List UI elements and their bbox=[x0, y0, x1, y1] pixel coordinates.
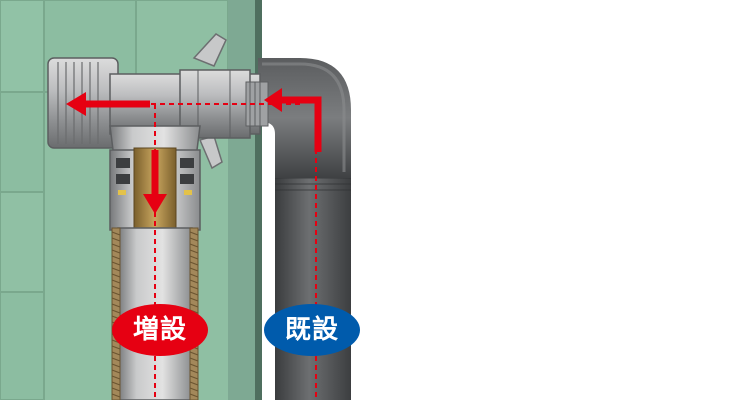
corrugation-ridge bbox=[189, 285, 199, 290]
existing-flow-arrow bbox=[280, 96, 322, 152]
corrugation-ridge bbox=[111, 255, 121, 260]
corrugation-ridge bbox=[111, 267, 121, 272]
corrugation-ridge bbox=[189, 291, 199, 296]
corrugation-ridge bbox=[111, 393, 121, 398]
corrugation-ridge bbox=[111, 297, 121, 302]
corrugation-ridge bbox=[111, 243, 121, 248]
corrugation-ridge bbox=[189, 237, 199, 242]
corrugation-ridge bbox=[111, 261, 121, 266]
corrugation-ridge bbox=[189, 231, 199, 236]
corrugation-ridge bbox=[111, 363, 121, 368]
corrugation-ridge bbox=[111, 375, 121, 380]
corrugation-ridge bbox=[111, 237, 121, 242]
corrugation-ridge bbox=[111, 273, 121, 278]
corrugation-ridge bbox=[189, 267, 199, 272]
flow-arrows bbox=[66, 88, 322, 214]
corrugation-ridge bbox=[111, 279, 121, 284]
corrugation-ridge bbox=[189, 375, 199, 380]
corrugation-ridge bbox=[111, 357, 121, 362]
corrugation-ridge bbox=[111, 303, 121, 308]
corrugation-ridge bbox=[189, 351, 199, 356]
corrugation-ridge bbox=[189, 369, 199, 374]
corrugation-ridge bbox=[189, 261, 199, 266]
corrugation-ridge bbox=[189, 387, 199, 392]
corrugation-ridge bbox=[111, 381, 121, 386]
label-new-installation: 増設 bbox=[112, 304, 208, 356]
corrugation-ridge bbox=[111, 231, 121, 236]
corrugation-ridge bbox=[189, 363, 199, 368]
existing-pipe bbox=[258, 58, 351, 400]
corrugation-ridge bbox=[189, 273, 199, 278]
corrugation-ridge bbox=[189, 279, 199, 284]
corrugation-ridge bbox=[189, 243, 199, 248]
corrugation-ridge bbox=[111, 249, 121, 254]
mounting-bracket bbox=[192, 33, 227, 170]
corrugation-ridge bbox=[189, 357, 199, 362]
corrugation-ridge bbox=[111, 309, 121, 314]
corrugation-ridge bbox=[111, 387, 121, 392]
label-existing-installation: 既設 bbox=[264, 304, 360, 356]
corrugation-ridge bbox=[189, 249, 199, 254]
corrugation-ridge bbox=[189, 381, 199, 386]
existing-flow-arrowhead bbox=[264, 88, 282, 112]
left-flow-arrowhead bbox=[66, 92, 86, 116]
corrugation-ridge bbox=[111, 351, 121, 356]
corrugation-ridge bbox=[189, 255, 199, 260]
down-flow-arrowhead bbox=[143, 194, 167, 214]
corrugation-ridge bbox=[111, 369, 121, 374]
corrugation-ridge bbox=[111, 285, 121, 290]
corrugation-ridge bbox=[189, 297, 199, 302]
corrugation-ridge bbox=[111, 345, 121, 350]
corrugation-ridge bbox=[111, 291, 121, 296]
corrugation-ridge bbox=[189, 393, 199, 398]
corrugation-ridge bbox=[189, 303, 199, 308]
